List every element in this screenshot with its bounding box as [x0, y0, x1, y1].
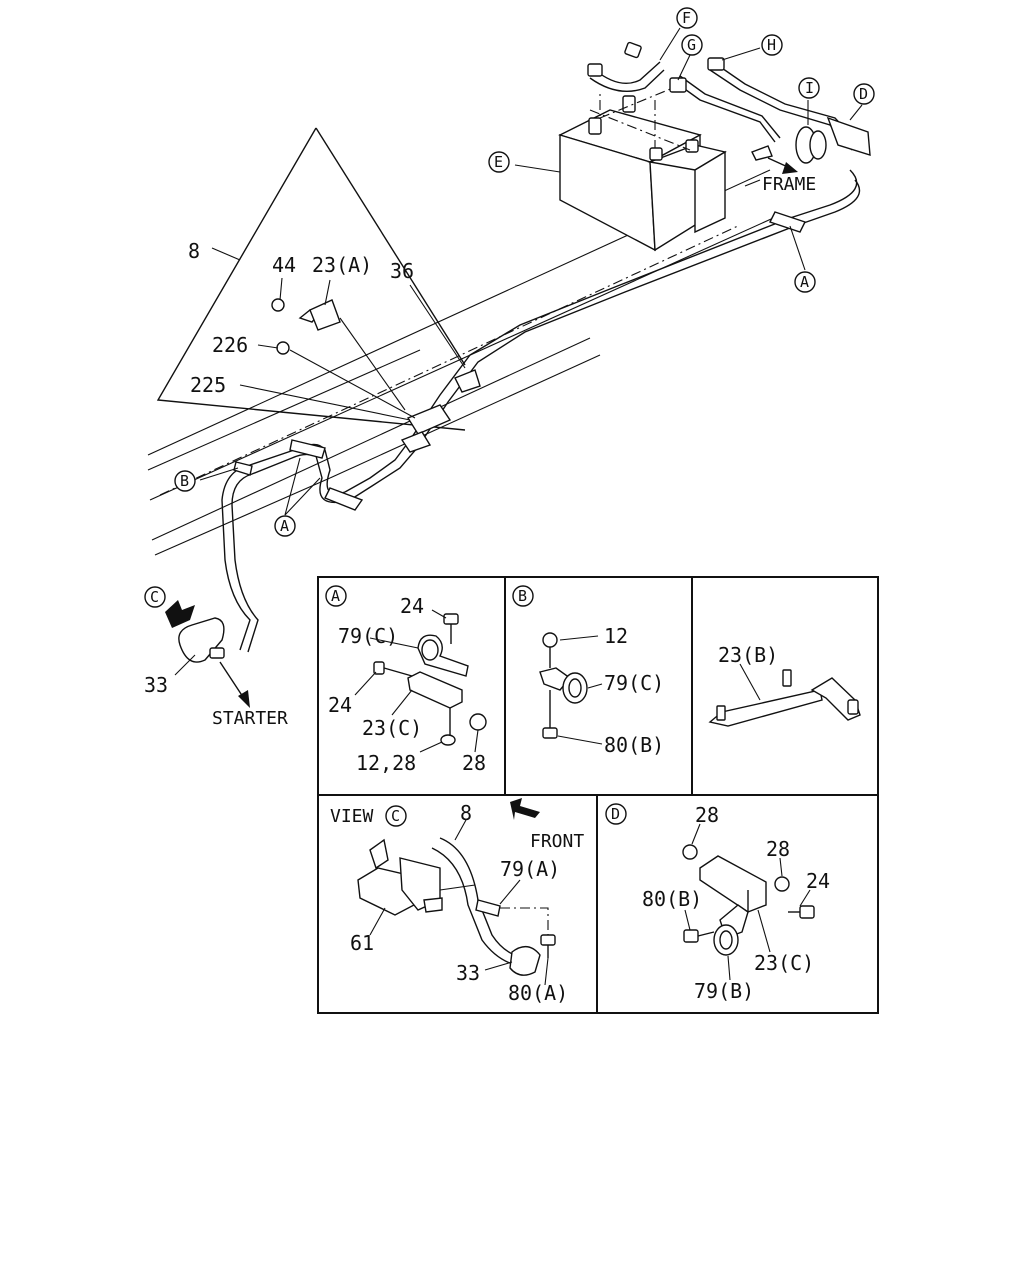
- label-starter: STARTER: [212, 708, 288, 729]
- panel-b: B 12 79(C) 80(B): [512, 585, 664, 757]
- svg-text:E: E: [494, 153, 503, 171]
- panel-view-c-79a: 79(A): [500, 857, 560, 881]
- panel-a-23c: 23(C): [362, 716, 422, 740]
- callout-i: I: [798, 77, 820, 99]
- panel-a-24-left: 24: [328, 693, 352, 717]
- panel-view-c-tag: C: [385, 805, 407, 827]
- panel-view-c-front: FRONT: [530, 831, 584, 852]
- leader-lines-main: [165, 27, 863, 708]
- panel-23b: 23(B): [708, 643, 861, 727]
- panel-view-c-61: 61: [350, 931, 374, 955]
- svg-text:A: A: [800, 273, 809, 291]
- svg-text:I: I: [805, 79, 814, 97]
- callout-e: E: [488, 151, 510, 173]
- svg-text:A: A: [331, 587, 340, 605]
- panel-d-80b: 80(B): [642, 887, 702, 911]
- svg-text:G: G: [687, 36, 696, 54]
- panel-view-c-view: VIEW: [330, 806, 374, 827]
- callout-b: B: [174, 470, 196, 492]
- panel-23b-label: 23(B): [718, 643, 778, 667]
- label-part-225: 225: [190, 373, 226, 397]
- svg-text:B: B: [180, 472, 189, 490]
- panel-b-12: 12: [604, 624, 628, 648]
- callout-a-left: A: [274, 515, 296, 537]
- callout-g: G: [681, 34, 703, 56]
- exploded-view-triangle: [156, 127, 466, 431]
- panel-a-24-top: 24: [400, 594, 424, 618]
- callout-c: C: [144, 586, 166, 608]
- svg-text:H: H: [767, 36, 776, 54]
- label-part-33: 33: [144, 673, 168, 697]
- label-frame: FRAME: [762, 174, 816, 195]
- svg-text:C: C: [391, 807, 400, 825]
- main-labels: 8 44 23(A) 36 226 225 33 STARTER FRAME: [144, 174, 816, 729]
- panel-b-tag: B: [512, 585, 534, 607]
- panel-b-80b: 80(B): [604, 733, 664, 757]
- svg-text:A: A: [280, 517, 289, 535]
- panel-a-79c: 79(C): [338, 624, 398, 648]
- detail-panels-grid: [317, 576, 879, 1014]
- panel-d: D 28 28 24 80(B) 23(C) 79(B): [605, 803, 830, 1003]
- label-part-226: 226: [212, 333, 248, 357]
- panel-a-28: 28: [462, 751, 486, 775]
- panel-a-tag: A: [325, 585, 347, 607]
- callout-h: H: [761, 34, 783, 56]
- svg-text:C: C: [150, 588, 159, 606]
- battery-assembly: [558, 84, 727, 252]
- panel-d-24: 24: [806, 869, 830, 893]
- callouts-main: E F G H I D A B A C: [144, 7, 875, 608]
- callout-d: D: [853, 83, 875, 105]
- label-part-36: 36: [390, 259, 414, 283]
- panel-view-c: VIEW C 8 FRONT 79(A) 61 33 80(A): [330, 798, 584, 1005]
- panel-d-23c: 23(C): [754, 951, 814, 975]
- label-part-8: 8: [188, 239, 200, 263]
- svg-text:D: D: [611, 805, 620, 823]
- svg-text:D: D: [859, 85, 868, 103]
- cable-routing: [178, 41, 871, 663]
- panel-view-c-80a: 80(A): [508, 981, 568, 1005]
- panel-a: A 24 79(C) 24 23(C) 12,28 28: [325, 585, 487, 775]
- svg-text:F: F: [682, 9, 691, 27]
- panel-d-28-right: 28: [766, 837, 790, 861]
- label-part-23a: 23(A): [312, 253, 372, 277]
- panel-d-28-top: 28: [695, 803, 719, 827]
- panel-a-12-28: 12,28: [356, 751, 416, 775]
- svg-text:B: B: [518, 587, 527, 605]
- panel-d-tag: D: [605, 803, 627, 825]
- panel-view-c-33: 33: [456, 961, 480, 985]
- callout-f: F: [676, 7, 698, 29]
- panel-d-79b: 79(B): [694, 979, 754, 1003]
- panel-b-79c: 79(C): [604, 671, 664, 695]
- callout-a-right: A: [794, 271, 816, 293]
- label-part-44: 44: [272, 253, 296, 277]
- panel-view-c-8: 8: [460, 801, 472, 825]
